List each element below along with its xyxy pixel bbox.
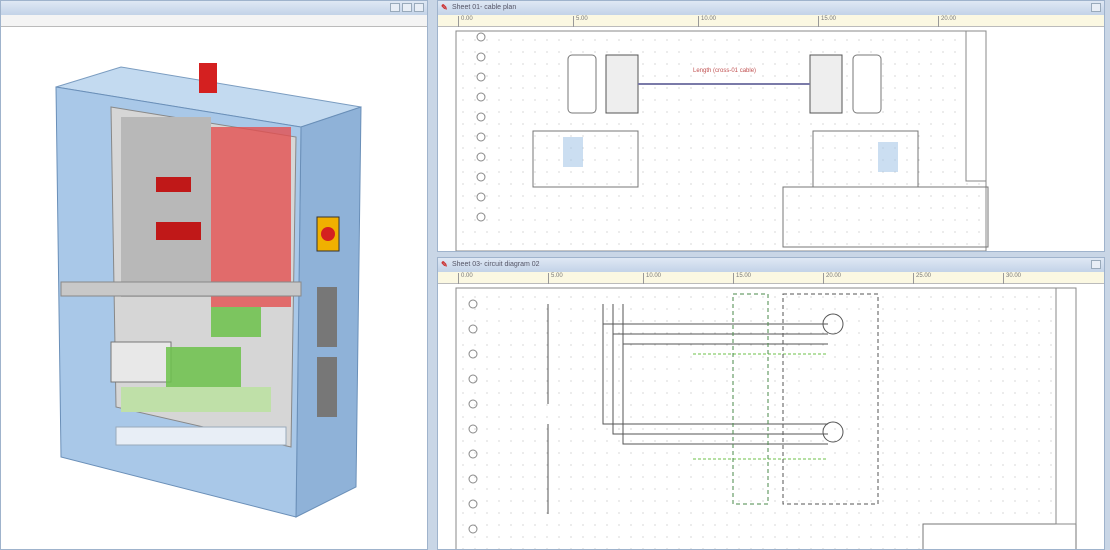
- circuit-drawing: [455, 287, 1077, 549]
- ruler-label: 15.00: [818, 16, 836, 27]
- ruler-label: 15.00: [733, 273, 751, 284]
- ruler-label: 10.00: [698, 16, 716, 27]
- ruler-label: 20.00: [938, 16, 956, 27]
- cabinet-3d-view[interactable]: [0, 0, 428, 550]
- ruler-label: 5.00: [548, 273, 563, 284]
- close-button[interactable]: [1091, 260, 1101, 269]
- ruler-label: 20.00: [823, 273, 841, 284]
- ruler-label: 10.00: [643, 273, 661, 284]
- close-button[interactable]: [414, 3, 424, 12]
- ruler-label: 25.00: [913, 273, 931, 284]
- ruler-label: 30.00: [1003, 273, 1021, 284]
- window-title: Sheet 03- circuit diagram 02: [452, 261, 540, 268]
- minimize-button[interactable]: [390, 3, 400, 12]
- sheet-icon: ✎: [441, 3, 448, 12]
- restore-button[interactable]: [402, 3, 412, 12]
- ruler: [1, 15, 427, 27]
- title-bar: ✎ Sheet 03- circuit diagram 02: [438, 258, 1104, 272]
- ruler-label: 5.00: [573, 16, 588, 27]
- ruler-label: 0.00: [458, 16, 473, 27]
- cabinet-drawing: [55, 63, 362, 518]
- cable-plan-drawing: Length (cross-01 cable): [455, 30, 989, 251]
- title-bar: [1, 1, 427, 15]
- circuit-diagram-window[interactable]: ✎ Sheet 03- circuit diagram 02 0.00 5.00 …: [437, 257, 1105, 550]
- cable-plan-window[interactable]: ✎ Sheet 01- cable plan 0.00 5.00 10.00 15…: [437, 0, 1105, 252]
- ruler: 0.00 5.00 10.00 15.00 20.00 25.00 30.00: [438, 272, 1104, 284]
- close-button[interactable]: [1091, 3, 1101, 12]
- title-bar: ✎ Sheet 01- cable plan: [438, 1, 1104, 15]
- cable-label: Length (cross-01 cable): [693, 68, 756, 74]
- sheet-icon: ✎: [441, 260, 448, 269]
- ruler: 0.00 5.00 10.00 15.00 20.00: [438, 15, 1104, 27]
- window-title: Sheet 01- cable plan: [452, 4, 517, 11]
- ruler-label: 0.00: [458, 273, 473, 284]
